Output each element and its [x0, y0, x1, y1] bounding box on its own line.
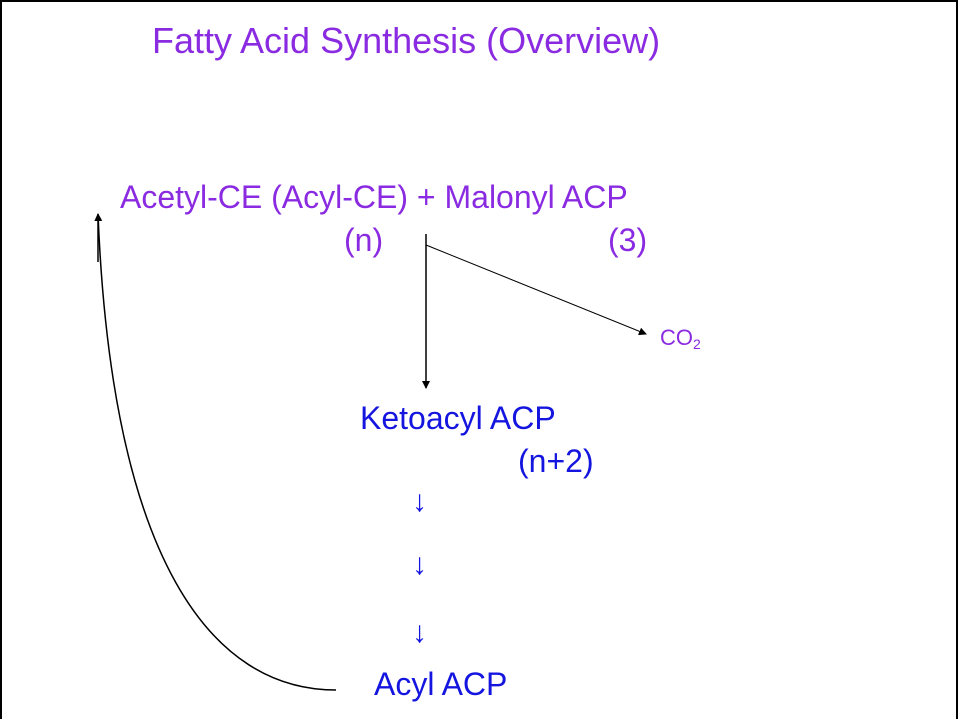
- co2-subscript: 2: [693, 336, 701, 352]
- reactants-label: Acetyl-CE (Acyl-CE) + Malonyl ACP: [120, 179, 628, 215]
- acyl-carbon-count-label: (n): [344, 222, 384, 258]
- step-down-arrow-1: ↓: [412, 485, 427, 518]
- step-down-arrow-2: ↓: [412, 548, 427, 581]
- co2-release-arrow: [425, 244, 647, 336]
- co2-byproduct-label: CO2: [660, 325, 701, 352]
- slide-title: Fatty Acid Synthesis (Overview): [152, 20, 661, 61]
- ketoacyl-acp-label: Ketoacyl ACP: [360, 400, 556, 436]
- acyl-acp-label: Acyl ACP: [374, 666, 508, 702]
- ketoacyl-carbon-count-label: (n+2): [518, 443, 594, 479]
- co2-text: CO: [660, 325, 693, 350]
- malonyl-carbon-count-label: (3): [608, 222, 648, 258]
- recycle-arrow: [94, 213, 337, 691]
- step-down-arrow-3: ↓: [412, 616, 427, 649]
